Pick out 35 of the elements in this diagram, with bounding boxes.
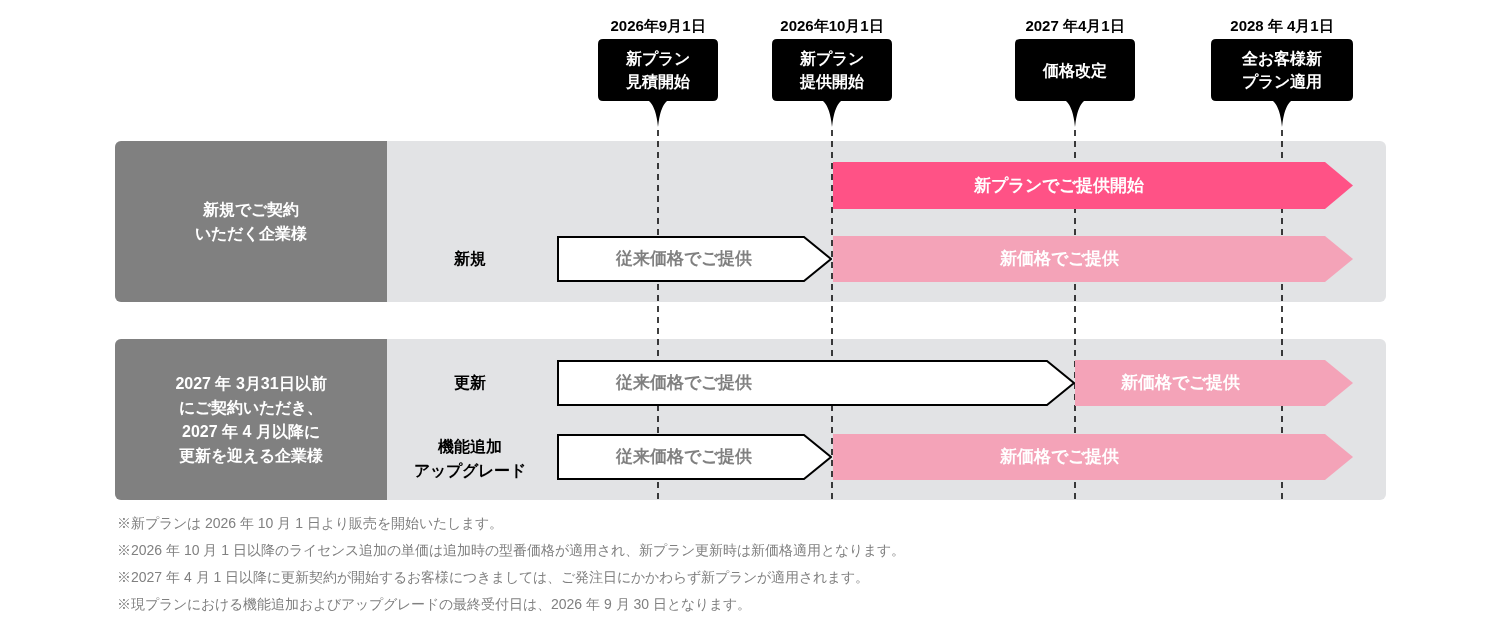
arrow-label: 従来価格でご提供 bbox=[616, 372, 752, 394]
date-label: 2026年9月1日 bbox=[610, 17, 706, 35]
arrow-banner bbox=[557, 236, 832, 282]
date-label: 2026年10月1日 bbox=[780, 17, 884, 35]
row-label: 更新 bbox=[454, 373, 486, 393]
arrow-label: 従来価格でご提供 bbox=[616, 446, 752, 468]
date-label: 2027 年4月1日 bbox=[1025, 17, 1125, 35]
callout-text: 全お客様新プラン適用 bbox=[1241, 49, 1323, 92]
arrow-banner bbox=[833, 162, 1353, 209]
arrow-label: 新価格でご提供 bbox=[999, 446, 1119, 468]
arrow-banner bbox=[833, 236, 1353, 282]
category-label: 新規でご契約いただく企業様 bbox=[194, 199, 308, 244]
arrow-banner bbox=[557, 360, 1075, 406]
arrow-label: 従来価格でご提供 bbox=[616, 248, 752, 270]
date-label: 2028 年 4月1日 bbox=[1230, 17, 1334, 35]
category-label: 2027 年 3月31日以前にご契約いただき、2027 年 4 月以降に更新を迎える企業様 bbox=[174, 373, 328, 466]
row-label: 新規 bbox=[454, 249, 486, 269]
arrow-label: 新プランでご提供開始 bbox=[974, 174, 1144, 197]
row-label: 機能追加アップグレード bbox=[413, 437, 527, 481]
band-background bbox=[115, 141, 1386, 302]
arrow-label: 新価格でご提供 bbox=[1120, 372, 1240, 394]
arrow-label: 新価格でご提供 bbox=[999, 248, 1119, 270]
footnote: ※現プランにおける機能追加およびアップグレードの最終受付日は、2026 年 9 月 30 日となります。 bbox=[117, 595, 751, 614]
band-background bbox=[115, 339, 1386, 500]
footnote: ※2026 年 10 月 1 日以降のライセンス追加の単価は追加時の型番価格が適用され、新プラン更新時は新価格適用となります。 bbox=[117, 541, 905, 560]
arrow-banner bbox=[833, 434, 1353, 480]
category-box bbox=[115, 141, 387, 302]
callout-text: 新プラン見積開始 bbox=[625, 49, 691, 92]
footnote: ※2027 年 4 月 1 日以降に更新契約が開始するお客様につきましては、ご発注日にかかわらず新プランが適用されます。 bbox=[117, 568, 870, 587]
arrow-banner bbox=[557, 434, 832, 480]
callout-text: 価格改定 bbox=[1043, 60, 1107, 81]
arrow-banner bbox=[1075, 360, 1353, 406]
callout-text: 新プラン提供開始 bbox=[798, 49, 865, 92]
category-box bbox=[115, 339, 387, 500]
footnote: ※新プランは 2026 年 10 月 1 日より販売を開始いたします。 bbox=[117, 514, 503, 533]
